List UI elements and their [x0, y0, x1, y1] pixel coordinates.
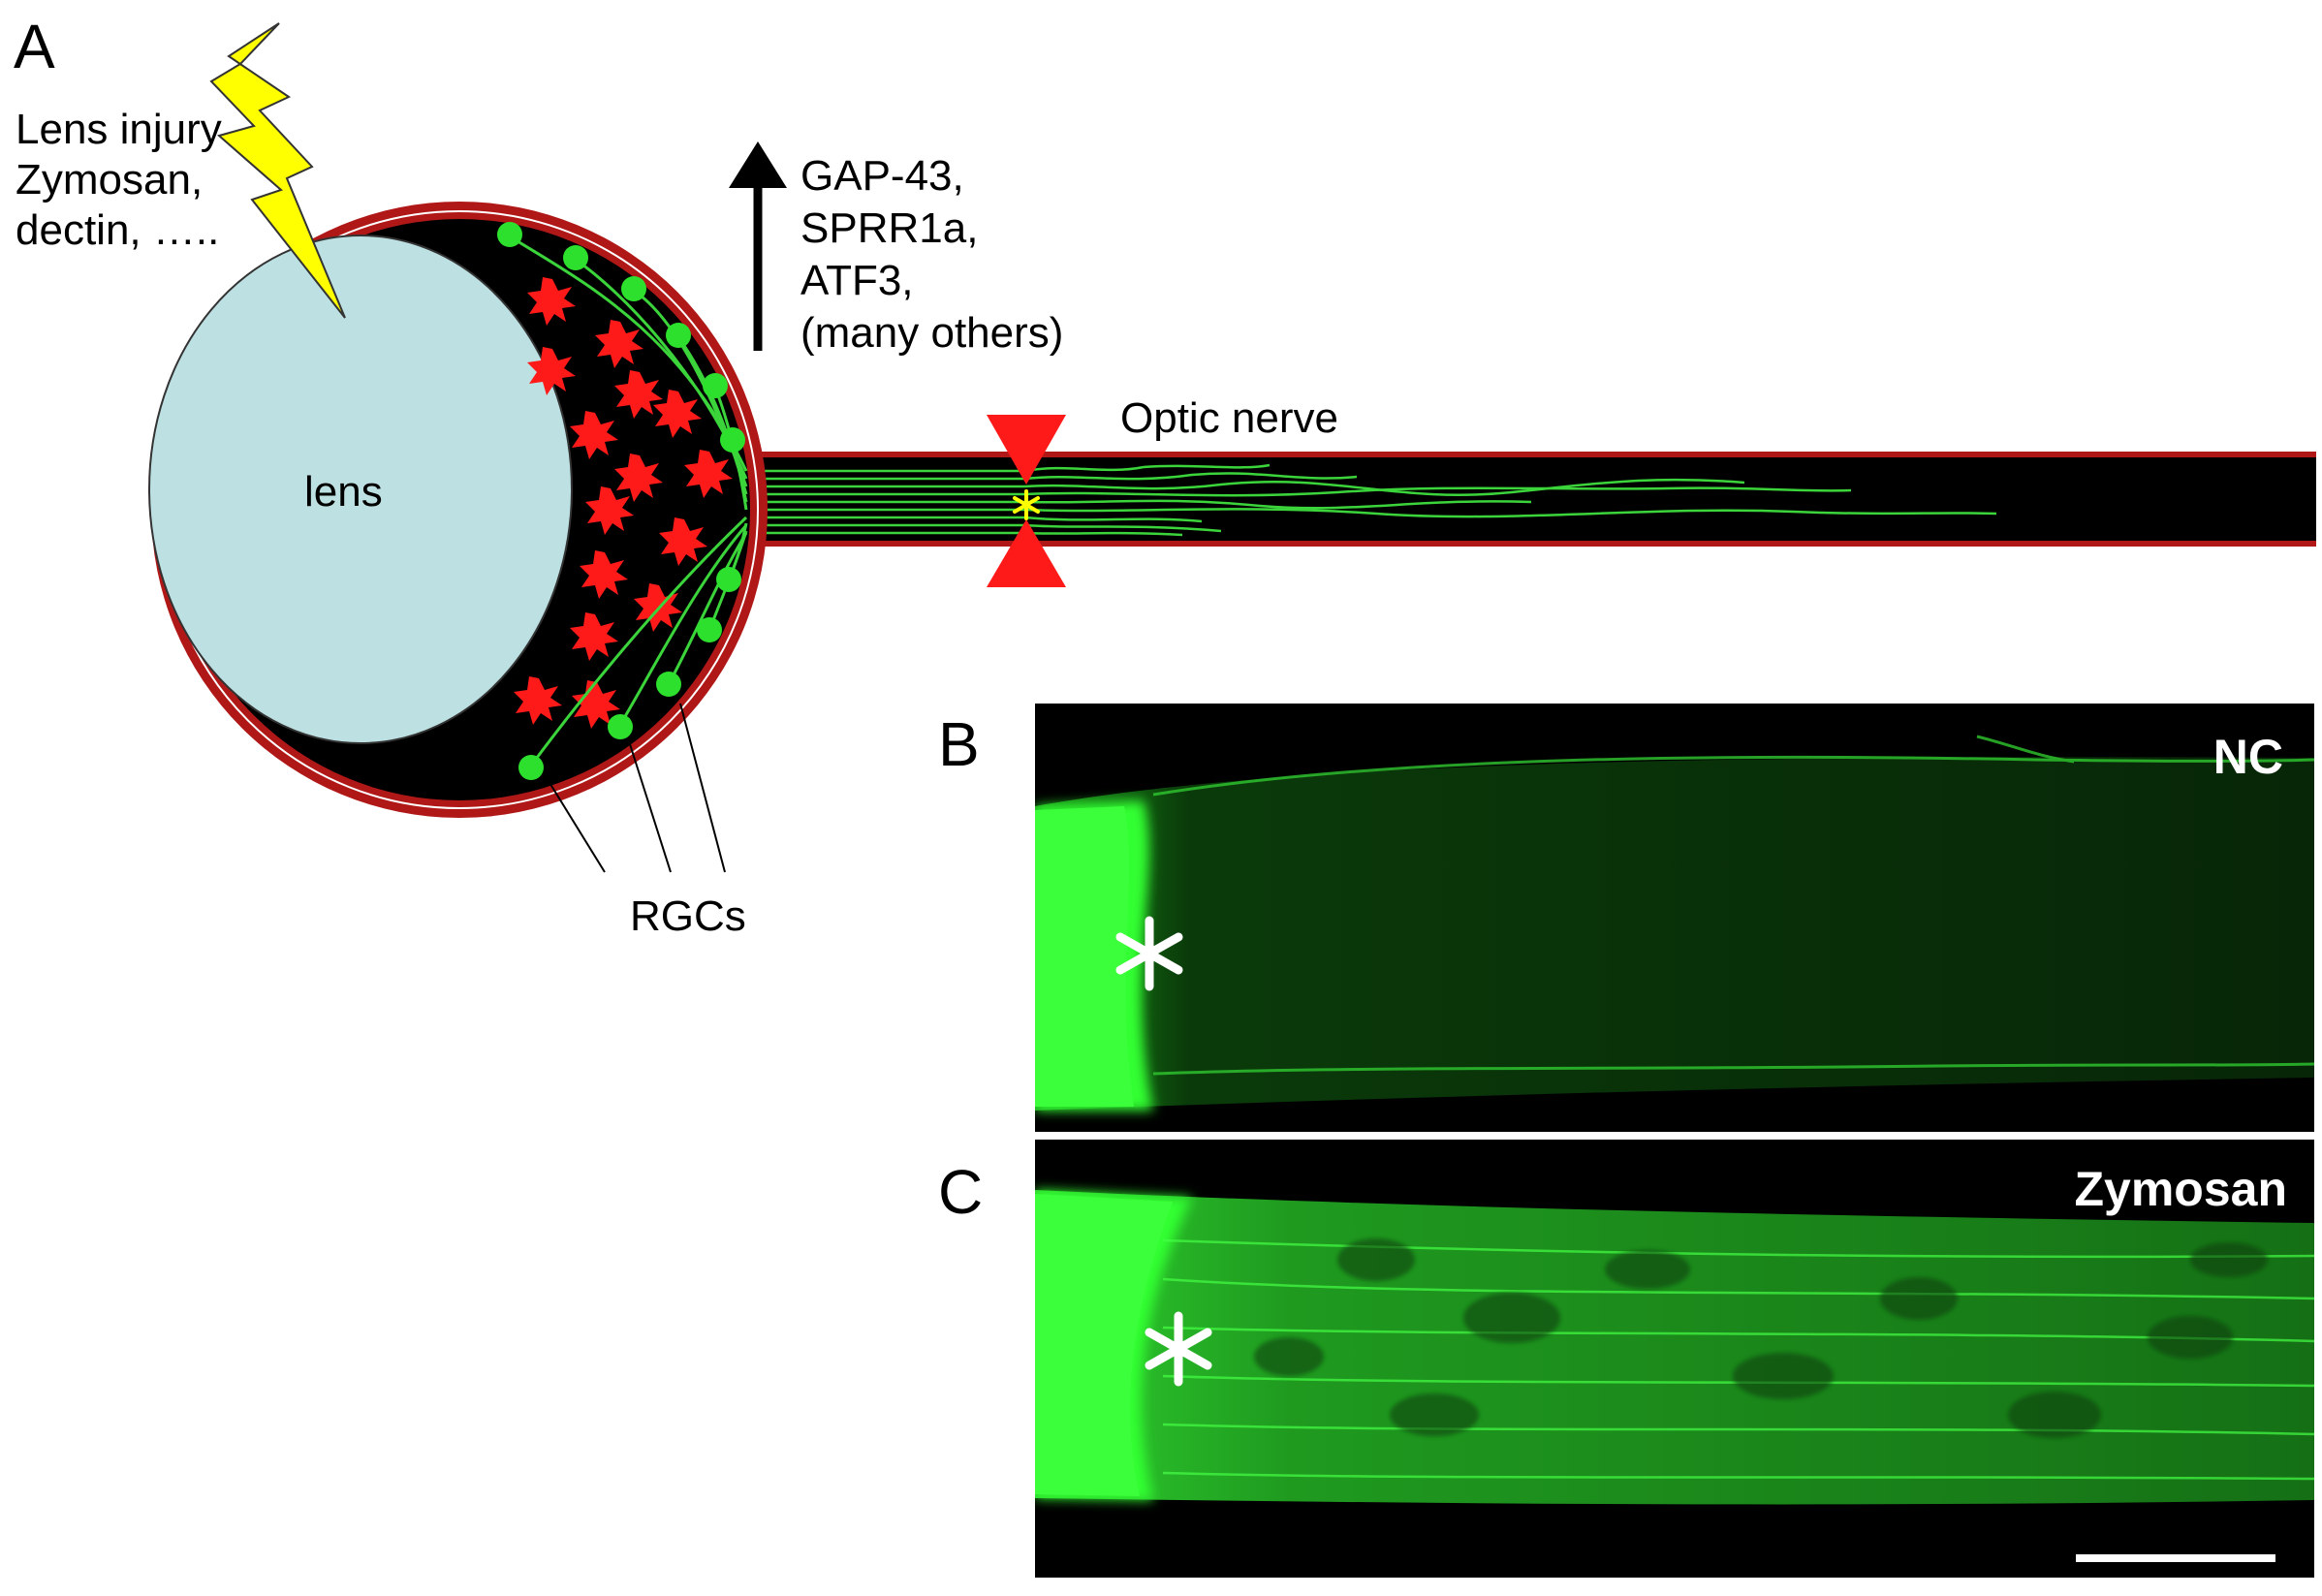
- gene-4: (many others): [800, 309, 1063, 357]
- rgc-leader-lines: [548, 703, 726, 873]
- gene-3: ATF3,: [800, 257, 914, 304]
- panel-a-letter: A: [14, 12, 55, 81]
- scale-bar: [2076, 1554, 2275, 1562]
- asterisk-marker-icon: [1145, 1311, 1212, 1387]
- rgc-axons: [509, 235, 748, 767]
- gene-1: GAP-43,: [800, 152, 964, 200]
- crush-asterisk-icon: [1013, 489, 1040, 520]
- optic-nerve-label: Optic nerve: [1120, 394, 1338, 442]
- panel-b-condition: NC: [2213, 730, 2283, 784]
- rgc-label: RGCs: [630, 892, 746, 940]
- panel-c-letter: C: [938, 1157, 983, 1227]
- injury-line-3: dectin, …..: [16, 206, 219, 254]
- injury-line-1: Lens injury: [16, 106, 222, 153]
- gene-2: SPRR1a,: [800, 204, 978, 252]
- rgc-cells: [497, 222, 745, 780]
- asterisk-marker-icon: [1115, 916, 1183, 991]
- crush-site-icon: [987, 415, 1066, 587]
- panel-b-letter: B: [938, 709, 980, 779]
- eye: lens: [148, 202, 768, 818]
- up-arrow-icon: [729, 141, 787, 351]
- micrograph-zymosan: [1035, 1140, 2314, 1578]
- regenerating-axons: [756, 463, 1997, 537]
- optic-nerve: [737, 452, 2316, 547]
- upregulated-gene-list: GAP-43, SPRR1a, ATF3, (many others): [800, 152, 1063, 357]
- lightning-bolt-icon: [209, 22, 346, 319]
- panel-c-condition: Zymosan: [2074, 1162, 2287, 1216]
- panel-b: B NC: [938, 704, 2314, 1132]
- micrograph-nc: [1035, 704, 2314, 1132]
- lens-label: lens: [304, 468, 383, 516]
- injury-text: Lens injury Zymosan, dectin, …..: [16, 106, 222, 254]
- lens: [148, 235, 573, 744]
- panel-c: C: [938, 1140, 2314, 1578]
- injury-line-2: Zymosan,: [16, 156, 203, 203]
- panel-a: A Lens injury Zymosan, dectin, …..: [14, 12, 2316, 940]
